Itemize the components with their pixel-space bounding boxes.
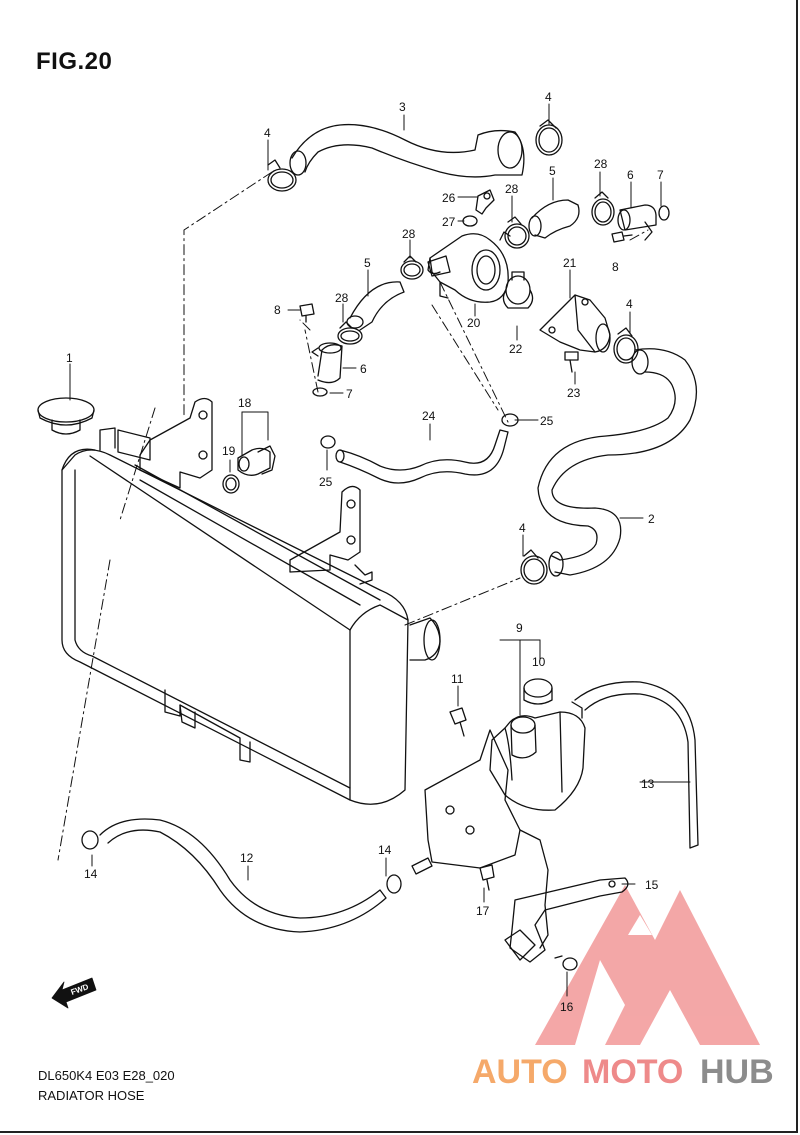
watermark-text: AUTO MOTO HUB [472, 1053, 774, 1091]
radiator [61, 427, 441, 805]
clamp-4-mid-right [613, 327, 639, 364]
callout-7-b: 7 [346, 387, 353, 401]
diagram-code: DL650K4 E03 E28_020 [38, 1068, 175, 1083]
clamp-25-a [320, 435, 336, 449]
hose-2 [537, 348, 698, 577]
callout-22: 22 [509, 342, 523, 356]
clamp-28-a [591, 191, 615, 226]
callout-14-b: 14 [378, 843, 392, 857]
callout-4-b: 4 [545, 90, 552, 104]
callout-18: 18 [238, 396, 252, 410]
callout-16: 16 [560, 1000, 574, 1014]
temp-sensor-26 [475, 189, 495, 215]
callout-14-a: 14 [84, 867, 98, 881]
callout-4-a: 4 [264, 126, 271, 140]
radiator-bracket-upper [139, 397, 213, 489]
callout-8-b: 8 [274, 303, 281, 317]
callout-19: 19 [222, 444, 236, 458]
clamp-14-right [386, 874, 402, 894]
callout-2: 2 [648, 512, 655, 526]
assembly-lines [57, 171, 649, 861]
callout-8-a: 8 [612, 260, 619, 274]
o-ring-7-right [658, 205, 670, 221]
gasket-27 [462, 215, 478, 227]
o-ring-19 [222, 474, 240, 494]
watermark-hub: HUB [700, 1053, 774, 1091]
thermo-switch [237, 445, 276, 476]
callout-12: 12 [240, 851, 254, 865]
fitting-6-right [617, 204, 657, 241]
callout-28-c: 28 [402, 227, 416, 241]
clamp-28-c [400, 255, 424, 280]
callout-17: 17 [476, 904, 490, 918]
callout-5-b: 5 [364, 256, 371, 270]
hose-3 [289, 123, 525, 178]
callout-10: 10 [532, 655, 546, 669]
callout-23: 23 [567, 386, 581, 400]
hose-13 [574, 681, 699, 849]
reservoir-tank [489, 701, 586, 811]
radiator-cap [37, 397, 95, 435]
clamp-14-left [81, 830, 99, 850]
diagram-name: RADIATOR HOSE [38, 1088, 145, 1103]
radiator-bracket-middle [289, 485, 373, 585]
callout-25-b: 25 [540, 414, 554, 428]
callout-25-a: 25 [319, 475, 333, 489]
tank-outlet-nipple [411, 857, 433, 875]
callout-3: 3 [399, 100, 406, 114]
bolt-8-right [611, 231, 633, 243]
clamp-28-b [504, 216, 530, 249]
callout-6-b: 6 [360, 362, 367, 376]
thermostat-housing [427, 231, 511, 303]
callout-24: 24 [422, 409, 436, 423]
callout-6-a: 6 [627, 168, 634, 182]
callout-28-a: 28 [594, 157, 608, 171]
fitting-6-left [311, 342, 343, 384]
clamp-28-d [337, 321, 363, 345]
fwd-arrow-icon: FWD [51, 977, 97, 1009]
callout-20: 20 [467, 316, 481, 330]
callout-11: 11 [451, 672, 464, 686]
callout-1: 1 [66, 351, 73, 365]
bolt-23 [564, 351, 579, 373]
bolt-17 [479, 864, 495, 891]
callouts: 1 2 3 4 4 4 4 5 5 6 6 7 7 8 8 9 10 11 12… [66, 90, 664, 1014]
callout-21: 21 [563, 256, 577, 270]
callout-5-a: 5 [549, 164, 556, 178]
callout-15: 15 [645, 878, 659, 892]
callout-4-c: 4 [626, 297, 633, 311]
callout-28-d: 28 [335, 291, 349, 305]
watermark-auto: AUTO [472, 1053, 568, 1091]
callout-7-a: 7 [657, 168, 664, 182]
clamp-4-lower [520, 549, 548, 585]
bolt-8-left [299, 303, 315, 323]
hose-5-left [346, 255, 451, 331]
figure-title: FIG.20 [36, 48, 113, 75]
clamp-4-upper-right [535, 119, 563, 156]
hose-5-right [528, 199, 580, 239]
bolt-11 [449, 707, 467, 737]
callout-4-d: 4 [519, 521, 526, 535]
thermostat [502, 271, 534, 309]
bracket-15 [504, 877, 629, 963]
hose-12 [99, 818, 387, 933]
callout-9: 9 [516, 621, 523, 635]
tank-bracket [424, 729, 549, 949]
callout-27: 27 [442, 215, 456, 229]
watermark-logo [535, 885, 760, 1045]
hose-24 [335, 429, 509, 484]
callout-26: 26 [442, 191, 456, 205]
callout-13: 13 [641, 777, 655, 791]
reservoir-cap [523, 678, 553, 705]
clamp-4-upper-left [267, 159, 297, 192]
leader-lines [69, 103, 691, 997]
callout-28-b: 28 [505, 182, 519, 196]
thermostat-cover [539, 294, 611, 353]
grommet-16 [554, 955, 578, 971]
o-ring-7-left [312, 387, 328, 397]
watermark-moto: MOTO [582, 1053, 683, 1091]
